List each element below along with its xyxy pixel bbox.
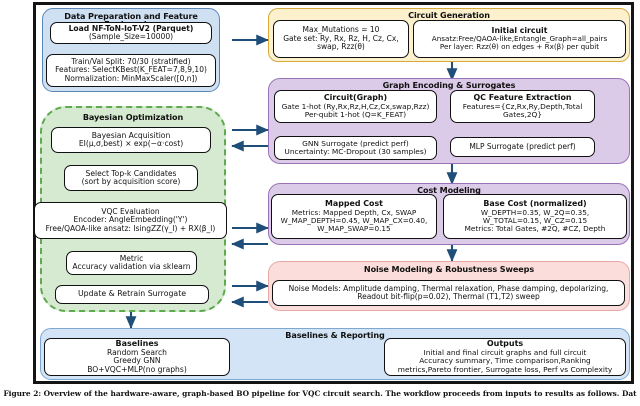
node-metric-accuracy: Metric Accuracy validation via sklearn <box>66 251 197 275</box>
node-update-retrain-surrogate: Update & Retrain Surrogate <box>55 285 209 304</box>
panel-title-baselines-reporting: Baselines & Reporting <box>285 330 385 340</box>
node-outputs: Outputs Initial and final circuit graphs… <box>384 338 626 376</box>
node-vqc-evaluation: VQC Evaluation Encoder: AngleEmbedding('… <box>34 202 227 239</box>
node-bayesian-acquisition: Bayesian Acquisition EI(μ,σ,best) × exp(… <box>51 127 211 153</box>
panel-title-circuit-generation: Circuit Generation <box>408 10 490 20</box>
panel-title-graph-encoding: Graph Encoding & Surrogates <box>382 80 516 90</box>
panel-title-bayesian-optimization: Bayesian Optimization <box>82 112 184 122</box>
node-mlp-surrogate: MLP Surrogate (predict perf) <box>450 137 595 157</box>
node-mapped-cost: Mapped Cost Metrics: Mapped Depth, Cx, S… <box>271 194 437 239</box>
node-baselines: Baselines Random Search Greedy GNN BO+VQ… <box>44 338 230 376</box>
node-mutations-gateset: Max_Mutations = 10 Gate set: Ry, Rx, Rz,… <box>273 20 409 58</box>
node-initial-circuit: Initial circuit Ansatz:Free/QAOA-like,En… <box>413 20 626 58</box>
node-load-dataset: Load NF-ToN-IoT-V2 (Parquet) (Sample_Siz… <box>50 22 212 44</box>
panel-title-noise-modeling: Noise Modeling & Robustness Sweeps <box>363 264 535 274</box>
node-circuit-graph-encoding: Circuit(Graph) Gate 1-hot (Ry,Rx,Rz,H,Cz… <box>274 90 437 123</box>
node-noise-models: Noise Models: Amplitude damping, Thermal… <box>272 280 625 306</box>
node-base-cost: Base Cost (normalized) W_DEPTH=0.35, W_2… <box>443 194 627 239</box>
panel-title-cost-modeling: Cost Modeling <box>417 185 481 195</box>
node-split-features-normalization: Train/Val Split: 70/30 (stratified) Feat… <box>46 54 216 87</box>
node-gnn-surrogate: GNN Surrogate (predict perf) Uncertainty… <box>274 136 437 160</box>
node-qc-feature-extraction: QC Feature Extraction Features={Cz,Rx,Ry… <box>450 90 595 123</box>
figure-caption: Figure 2: Overview of the hardware-aware… <box>3 389 637 398</box>
node-select-topk-candidates: Select Top-k Candidates (sort by acquisi… <box>64 165 198 191</box>
